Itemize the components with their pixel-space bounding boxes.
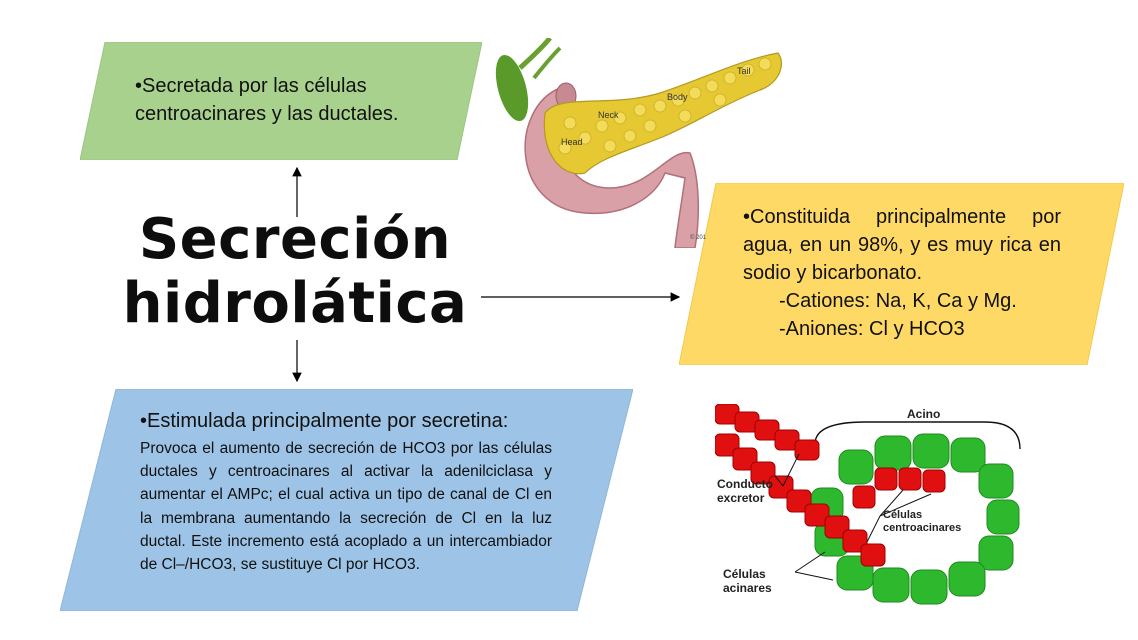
- stimulation-box: •Estimulada principalmente por secretina…: [60, 389, 633, 611]
- acinar-label-2: acinares: [723, 581, 772, 595]
- stimulation-body: Provoca el aumento de secreción de HCO3 …: [140, 440, 552, 574]
- pancreas-drawing: Tail Body Neck Head © 201: [495, 36, 782, 249]
- title-line-1: Secreción: [138, 207, 452, 272]
- orange-parallelogram-shape: [679, 183, 1124, 365]
- composition-text: •Constituida principalmente por agua, en…: [743, 203, 1061, 343]
- secreted-by-text: •Secretada por las células centroacinare…: [135, 75, 399, 125]
- pancreas-illustration: Tail Body Neck Head © 201: [490, 36, 790, 249]
- secreted-by-box: •Secretada por las células centroacinare…: [80, 42, 482, 160]
- anions-line: -Aniones: Cl y HCO3: [779, 318, 965, 340]
- acinar-label-1: Células: [723, 567, 766, 581]
- cations-line: -Cationes: Na, K, Ca y Mg.: [779, 290, 1017, 312]
- pancreas-body-label: Body: [667, 92, 688, 102]
- pancreas-tail-label: Tail: [737, 66, 751, 76]
- centroacinar-label-2: centroacinares: [883, 522, 961, 534]
- pancreas-copyright: © 201: [690, 234, 707, 241]
- pancreas-head-label: Head: [561, 137, 583, 147]
- acinus-illustration: Acino Conducto excretor Células centroac…: [714, 403, 1045, 612]
- acinus-drawing: Acino Conducto excretor Células centroac…: [714, 403, 1021, 605]
- acino-label: Acino: [907, 407, 940, 421]
- blue-parallelogram-shape: [60, 389, 633, 611]
- green-parallelogram-shape: [80, 42, 482, 160]
- composition-main: •Constituida principalmente por agua, en…: [743, 206, 1061, 284]
- excretor-label: excretor: [717, 491, 765, 505]
- centroacinar-label-1: Células: [883, 509, 922, 521]
- page-title: Secreción hidrolática: [110, 208, 480, 336]
- title-line-2: hidrolática: [122, 271, 468, 336]
- composition-box: •Constituida principalmente por agua, en…: [679, 183, 1124, 365]
- conducto-label: Conducto: [717, 477, 773, 491]
- pancreas-neck-label: Neck: [598, 110, 619, 120]
- stimulation-lead: •Estimulada principalmente por secretina…: [140, 410, 509, 432]
